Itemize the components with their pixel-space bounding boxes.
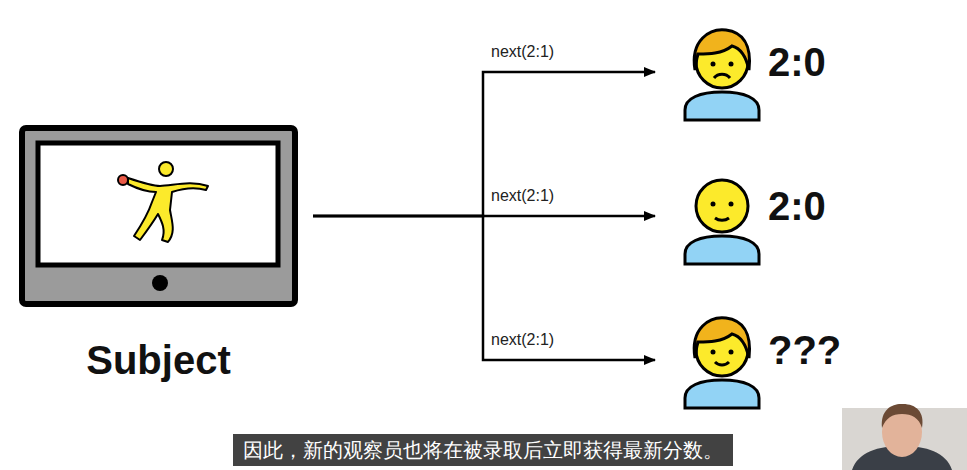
- subject-node: Subject: [20, 126, 297, 306]
- presenter-photo: [842, 404, 967, 470]
- tv-button: [152, 275, 168, 291]
- edge-label: next(2:1): [489, 186, 556, 205]
- observer-node: ???: [680, 315, 841, 405]
- edge-label: next(2:1): [489, 330, 556, 349]
- observer-node: 2:0: [680, 27, 826, 117]
- observer-icon: [685, 318, 759, 408]
- subject-label: Subject: [20, 336, 297, 384]
- observer-icon: [685, 180, 759, 264]
- connector-arrow: [313, 216, 655, 360]
- observer-hair: [694, 318, 749, 358]
- observer-node: 2:0: [680, 171, 826, 261]
- handball-player: [118, 162, 208, 242]
- player-body: [128, 178, 208, 242]
- connector-arrow: [313, 72, 655, 216]
- tv-icon: [22, 128, 295, 304]
- observer-body: [685, 92, 759, 120]
- presenter-hair: [882, 404, 923, 428]
- subtitle-caption: 因此，新的观察员也将在被录取后立即获得最新分数。: [233, 434, 733, 466]
- score-text: ???: [768, 327, 841, 373]
- observer-head: [696, 180, 748, 232]
- score-text: 2:0: [768, 183, 826, 229]
- observer-hair: [694, 30, 749, 70]
- edge-label: next(2:1): [489, 42, 556, 61]
- player-head: [159, 162, 173, 176]
- score-text: 2:0: [768, 39, 826, 85]
- tv-screen: [38, 143, 278, 265]
- photo-background: [842, 408, 967, 470]
- observer-icon: [685, 30, 759, 120]
- tv-housing: [22, 128, 295, 304]
- observer-body: [685, 380, 759, 408]
- ball: [118, 175, 128, 185]
- observer-body: [685, 236, 759, 264]
